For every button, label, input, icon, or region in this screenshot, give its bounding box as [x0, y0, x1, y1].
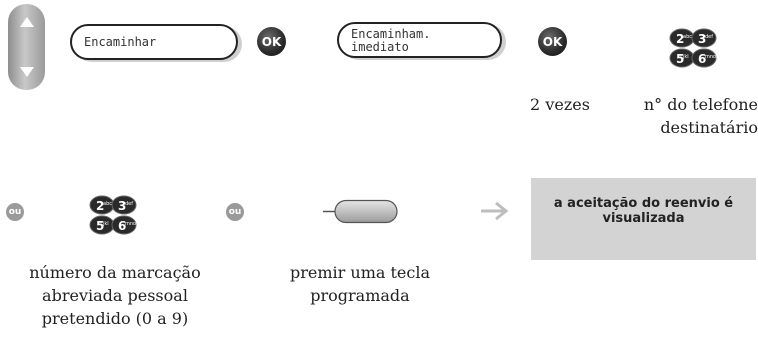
- svg-text:abc: abc: [103, 201, 112, 207]
- svg-text:abc: abc: [683, 34, 692, 40]
- up-arrow-icon[interactable]: [19, 17, 34, 27]
- display-forward: Encaminhar: [70, 24, 238, 60]
- or-badge: ou: [226, 203, 244, 221]
- svg-text:5: 5: [96, 219, 104, 233]
- display-immediate-forward-text: Encaminham. imediato: [351, 27, 431, 54]
- svg-text:jkl: jkl: [682, 54, 689, 60]
- arrow-right-icon: [481, 201, 509, 221]
- keypad-icon: 2 abc 3 def 5 jkl 6 mno: [89, 195, 137, 235]
- caption-phone-number: n° do telefone destinatário: [643, 95, 758, 137]
- svg-text:2: 2: [676, 32, 684, 46]
- programmable-key-icon[interactable]: [323, 199, 399, 224]
- keypad-icon: 2 abc 3 def 5 jkl 6 mno: [669, 28, 717, 68]
- display-immediate-forward: Encaminham. imediato: [337, 22, 502, 58]
- down-arrow-icon[interactable]: [19, 67, 34, 77]
- svg-text:6: 6: [118, 219, 126, 233]
- result-box: a aceitação do reenvio é visualizada: [531, 178, 756, 260]
- svg-text:mno: mno: [705, 54, 716, 60]
- svg-text:2: 2: [96, 199, 104, 213]
- ok-button-twice[interactable]: OK: [538, 27, 567, 56]
- svg-text:6: 6: [698, 52, 706, 66]
- svg-text:5: 5: [676, 52, 684, 66]
- svg-text:def: def: [705, 34, 713, 40]
- result-text: a aceitação do reenvio é visualizada: [553, 196, 734, 226]
- svg-text:mno: mno: [125, 221, 136, 227]
- svg-text:3: 3: [118, 199, 126, 213]
- or-badge: ou: [6, 203, 24, 221]
- caption-programmed-key: premir uma tecla programada: [290, 263, 430, 305]
- caption-twice: 2 vezes: [530, 95, 590, 114]
- svg-text:3: 3: [698, 32, 706, 46]
- display-forward-text: Encaminhar: [84, 34, 157, 49]
- keypad-keys: 2 abc 3 def 5 jkl 6 mno: [89, 195, 137, 235]
- keypad-keys: 2 abc 3 def 5 jkl 6 mno: [669, 28, 717, 68]
- navigation-rocker[interactable]: [8, 4, 45, 90]
- svg-text:jkl: jkl: [102, 221, 109, 227]
- svg-text:def: def: [125, 201, 133, 207]
- caption-speed-dial: número da marcação abreviada pessoal pre…: [29, 263, 201, 328]
- ok-button[interactable]: OK: [257, 27, 286, 56]
